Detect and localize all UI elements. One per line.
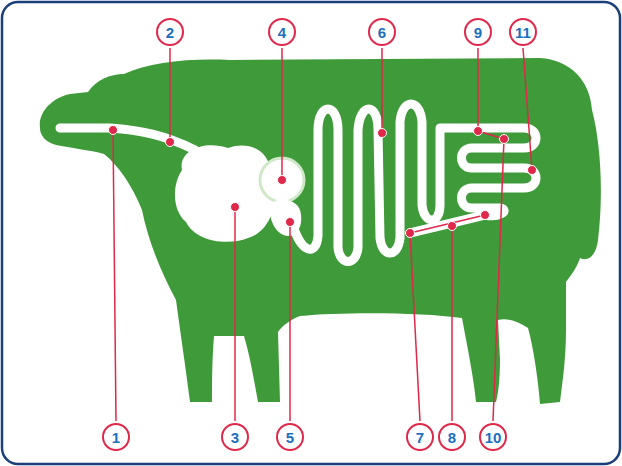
callout-number: 1 (112, 430, 120, 445)
callout-circle: 2 (156, 18, 184, 46)
callout-circle: 3 (221, 423, 249, 451)
callout-circle: 1 (102, 423, 130, 451)
leader-dots (109, 126, 537, 238)
callout-number: 8 (448, 430, 456, 445)
callout-circle: 8 (438, 423, 466, 451)
callout-circle: 4 (268, 18, 296, 46)
callout-number: 3 (231, 430, 239, 445)
callout-number: 10 (485, 430, 502, 445)
callout-number: 5 (286, 430, 294, 445)
callout-circle: 10 (479, 423, 507, 451)
rumen (175, 145, 275, 242)
callout-circle: 6 (368, 18, 396, 46)
callout-circle: 7 (406, 423, 434, 451)
sheep-silhouette (40, 58, 601, 404)
leader-lines (113, 48, 532, 421)
callout-number: 9 (474, 25, 482, 40)
callout-circle: 5 (276, 423, 304, 451)
callout-number: 4 (278, 25, 286, 40)
abomasum (270, 199, 302, 236)
callout-number: 2 (166, 25, 174, 40)
callout-number: 6 (378, 25, 386, 40)
callout-number: 11 (515, 25, 531, 40)
callout-number: 7 (416, 430, 424, 445)
callout-circle: 11 (509, 18, 537, 46)
callout-circle: 9 (464, 18, 492, 46)
digestive-tract (60, 104, 536, 262)
